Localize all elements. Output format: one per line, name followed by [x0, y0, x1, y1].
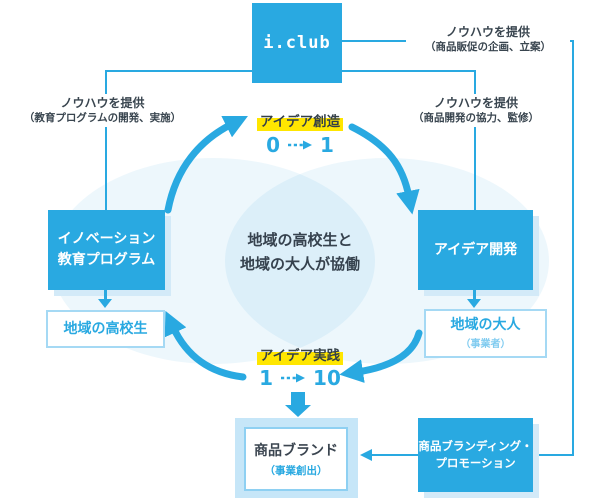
center-text-line2: 地域の大人が協働: [239, 255, 360, 273]
knowhow-title: ノウハウを提供: [445, 25, 530, 39]
knowhow-subtitle: （商品開発の協力、監修）: [413, 112, 539, 124]
block-arrow-shaft: [291, 392, 305, 405]
center-text-line1: 地域の高校生と: [247, 231, 353, 249]
knowhow-label-product-development: ノウハウを提供 （商品開発の協力、監修）: [395, 94, 557, 128]
knowhow-title: ノウハウを提供: [60, 96, 145, 110]
box-sublabel: （事業創出）: [264, 465, 328, 477]
box-label: 商品ブランド: [254, 443, 338, 459]
left-arrow-icon: [360, 449, 372, 461]
down-arrow-icon: [467, 299, 481, 308]
block-down-arrow-icon: [284, 405, 311, 417]
knowhow-subtitle: （教育プログラムの開発、実施）: [23, 112, 182, 124]
knowhow-subtitle: （商品販促の企画、立案）: [425, 41, 551, 53]
number-to: 1: [320, 133, 334, 157]
box-label: アイデア開発: [433, 241, 518, 258]
box-label: 地域の高校生: [63, 320, 148, 337]
number-from: 1: [259, 366, 274, 390]
highlighted-label: アイデア創造: [256, 110, 344, 131]
connector-logo-to-right: [342, 70, 476, 72]
dashed-arrow-icon: [281, 373, 306, 383]
box-label: 地域の大人: [450, 316, 521, 333]
down-arrow-shaft: [104, 290, 107, 300]
connector-logo-to-left: [106, 70, 254, 72]
down-arrow-icon: [98, 299, 112, 308]
idea-creation-numbers: 0 1: [225, 135, 375, 155]
idea-practice-numbers: 1 10: [225, 368, 375, 388]
connector-midright-vertical: [474, 70, 476, 210]
number-to: 10: [313, 366, 341, 390]
connector-left-vertical: [105, 70, 107, 210]
product-brand-halo: 商品ブランド （事業創出）: [235, 418, 358, 498]
down-arrow-shaft: [473, 290, 476, 300]
box-label-line2: 教育プログラム: [57, 252, 156, 268]
knowhow-label-education: ノウハウを提供 （教育プログラムの開発、実施）: [15, 94, 190, 128]
local-students-box: 地域の高校生: [46, 310, 165, 348]
local-adults-box: 地域の大人 （事業者）: [424, 309, 547, 358]
highlighted-label: アイデア実践: [256, 344, 344, 365]
connector-promotion-to-brand: [372, 454, 418, 456]
box-label-line1: イノベーション: [57, 231, 156, 247]
idea-development-box: アイデア開発: [418, 210, 533, 290]
product-brand-box: 商品ブランド （事業創出）: [244, 427, 348, 491]
connector-right-vertical: [572, 40, 574, 456]
dashed-arrow-icon: [288, 140, 312, 150]
idea-practice-label: アイデア実践: [225, 344, 375, 365]
box-label-line2: プロモーション: [435, 456, 516, 470]
knowhow-title: ノウハウを提供: [433, 96, 518, 110]
box-sublabel: （事業者）: [460, 339, 511, 351]
number-from: 0: [266, 133, 280, 157]
connector-to-promotion-box: [533, 454, 574, 456]
center-collaboration-text: 地域の高校生と 地域の大人が協働: [210, 228, 390, 276]
iclub-logo: i.club: [263, 33, 331, 53]
box-label-line1: 商品ブランディング・: [418, 438, 533, 453]
education-program-box: イノベーション 教育プログラム: [48, 210, 165, 290]
branding-promotion-box: 商品ブランディング・ プロモーション: [418, 418, 533, 492]
idea-creation-label: アイデア創造: [225, 110, 375, 131]
knowhow-label-sales-promotion: ノウハウを提供 （商品販促の企画、立案）: [406, 23, 570, 57]
iclub-logo-box: i.club: [252, 3, 342, 83]
